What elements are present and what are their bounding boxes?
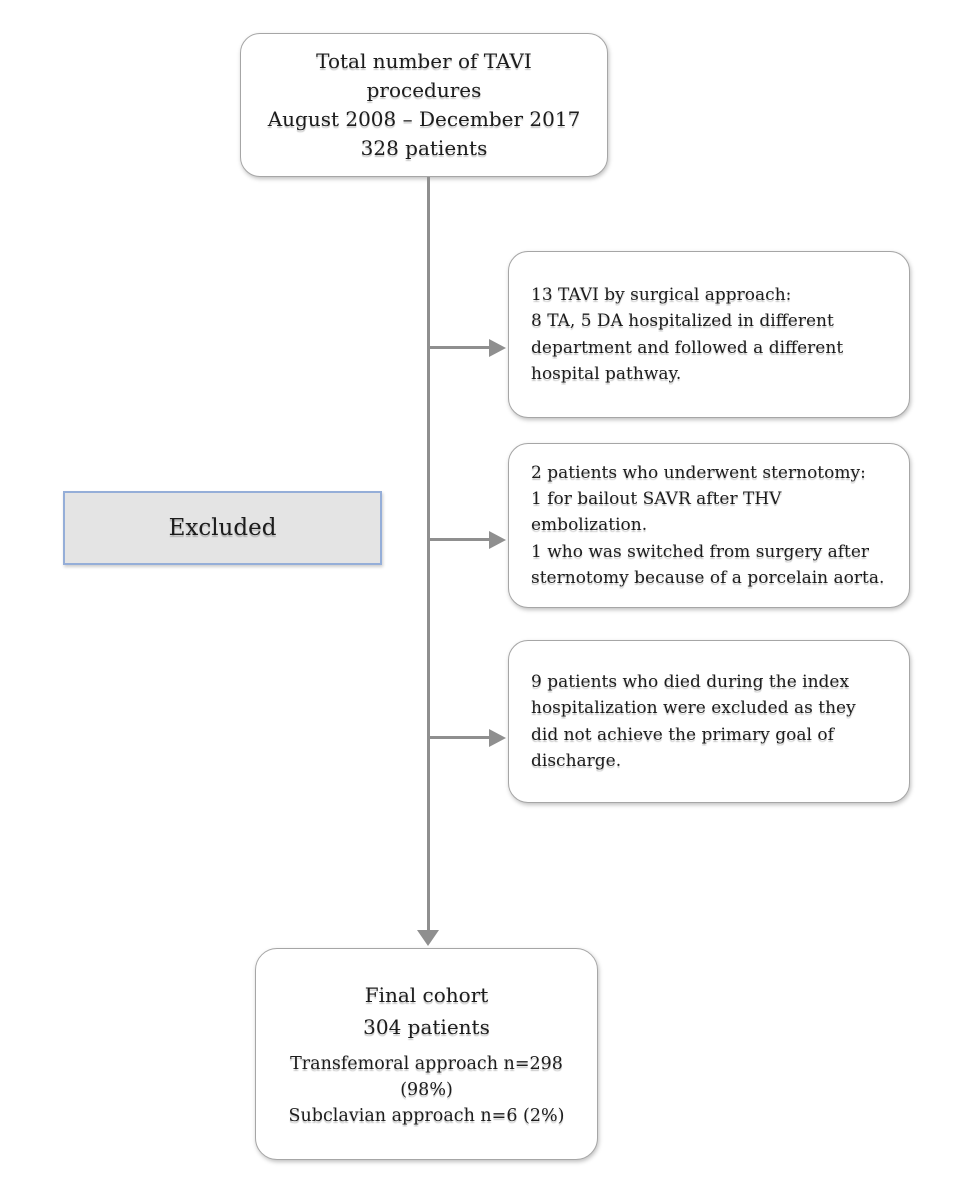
final-cohort-box: Final cohort 304 patients Transfemoral a… — [255, 948, 598, 1160]
branch-connector-1 — [429, 346, 489, 349]
exclusion-box-died-index: 9 patients who died during the index hos… — [508, 640, 910, 803]
total-procedures-box: Total number of TAVI procedures August 2… — [240, 33, 608, 177]
exclusion-box-sternotomy-text: 2 patients who underwent sternotomy: 1 f… — [531, 462, 885, 589]
exclusion-box-surgical-approach: 13 TAVI by surgical approach: 8 TA, 5 DA… — [508, 251, 910, 418]
right-arrowhead-icon-2 — [489, 531, 506, 549]
exclusion-box-surgical-approach-text: 13 TAVI by surgical approach: 8 TA, 5 DA… — [531, 284, 844, 384]
excluded-label-box: Excluded — [63, 491, 382, 565]
branch-connector-2 — [429, 538, 489, 541]
branch-connector-3 — [429, 736, 489, 739]
main-vertical-connector — [427, 177, 430, 932]
excluded-label: Excluded — [168, 515, 277, 541]
final-cohort-detail: Transfemoral approach n=298 (98%) Subcla… — [288, 1053, 565, 1127]
right-arrowhead-icon-1 — [489, 339, 506, 357]
right-arrowhead-icon-3 — [489, 729, 506, 747]
exclusion-box-sternotomy: 2 patients who underwent sternotomy: 1 f… — [508, 443, 910, 608]
down-arrowhead-icon — [417, 930, 439, 946]
total-procedures-text: Total number of TAVI procedures August 2… — [267, 49, 581, 160]
exclusion-box-died-index-text: 9 patients who died during the index hos… — [531, 671, 856, 771]
final-cohort-title: Final cohort 304 patients — [363, 982, 490, 1039]
